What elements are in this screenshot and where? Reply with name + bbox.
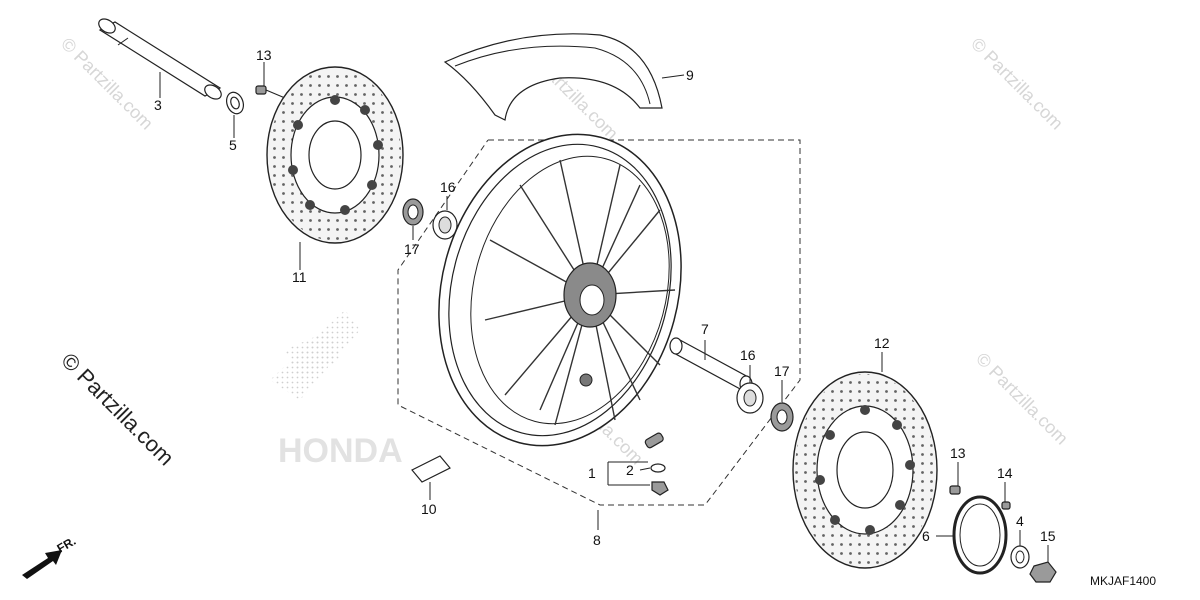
- axle-shaft: [98, 18, 222, 100]
- callout-16-right: 16: [740, 347, 756, 363]
- bearing-left: [432, 210, 458, 240]
- callout-13-top: 13: [256, 47, 272, 63]
- brand-text: HONDA: [278, 432, 403, 470]
- callout-14: 14: [997, 465, 1013, 481]
- watermark-main: © Partzilla.com: [56, 348, 179, 471]
- wheel-rim: [438, 133, 682, 447]
- brand-watermark: HONDA: [270, 310, 403, 470]
- callout-16-left: 16: [440, 179, 456, 195]
- callout-12: 12: [874, 335, 890, 351]
- right-brake-disc: [792, 371, 938, 569]
- collar-part: [225, 91, 245, 115]
- watermark-tr: © Partzilla.com: [967, 34, 1067, 134]
- callout-8: 8: [593, 532, 601, 548]
- callout-17-right: 17: [774, 363, 790, 379]
- bolt-right: [949, 485, 961, 495]
- collar-right: [1010, 545, 1030, 569]
- oil-seal-left: [402, 198, 424, 226]
- callout-1: 1: [588, 465, 596, 481]
- tire: [443, 33, 663, 121]
- callout-labels: 3 5 13 11 9 17 16 7 16 17 1 2 10 8 12 13…: [154, 47, 1056, 548]
- assembly-boundary: [397, 139, 801, 506]
- callout-5: 5: [229, 137, 237, 153]
- valve-assembly: [644, 432, 669, 496]
- oil-seal-right: [770, 402, 794, 432]
- axle-bolt: [1029, 561, 1057, 583]
- callout-9: 9: [686, 67, 694, 83]
- watermark-br: © Partzilla.com: [972, 349, 1072, 449]
- bolt-top: [255, 85, 286, 99]
- front-direction-arrow: FR.: [22, 534, 78, 579]
- callout-17-left: 17: [404, 241, 420, 257]
- callout-11: 11: [292, 269, 307, 285]
- callout-2: 2: [626, 462, 634, 478]
- callout-13-right: 13: [950, 445, 966, 461]
- callout-15: 15: [1040, 528, 1056, 544]
- screw-part: [1001, 501, 1011, 510]
- balance-weight: [411, 455, 451, 483]
- leader-lines: [159, 62, 1049, 562]
- callout-6: 6: [922, 528, 930, 544]
- callout-7: 7: [701, 321, 709, 337]
- diagram-code: MKJAF1400: [1090, 574, 1156, 588]
- callout-4: 4: [1016, 513, 1024, 529]
- callout-10: 10: [421, 501, 437, 517]
- left-brake-disc: [266, 66, 404, 244]
- pulser-ring: [952, 495, 1008, 575]
- callout-3: 3: [154, 97, 162, 113]
- bearing-right: [736, 382, 764, 414]
